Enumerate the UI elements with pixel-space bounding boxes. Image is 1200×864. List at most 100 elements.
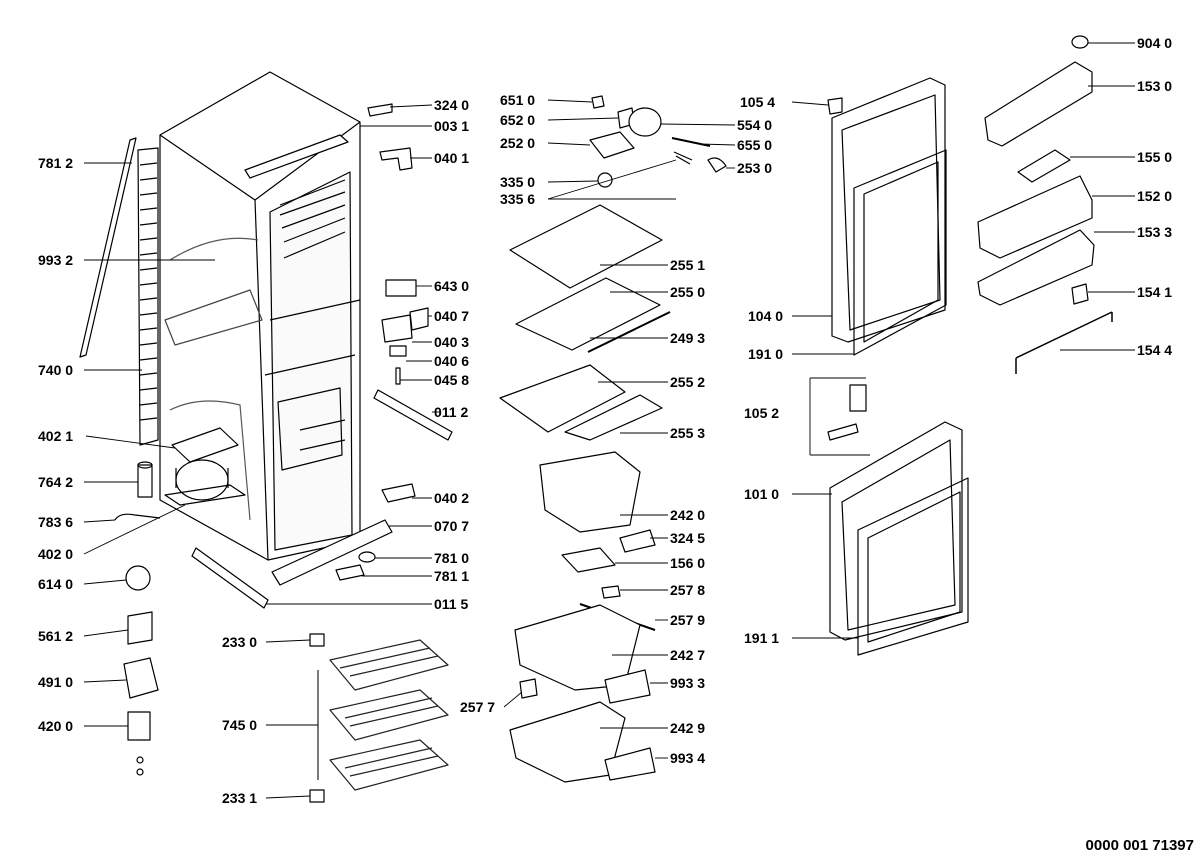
callout-2429: 242 9 — [670, 720, 706, 736]
switch-5612 — [127, 611, 153, 645]
compressor — [164, 427, 246, 506]
callout-1560: 156 0 — [670, 555, 706, 571]
callout-6550: 655 0 — [737, 137, 773, 153]
egg-tray-1560 — [561, 547, 616, 573]
callout-1533: 153 3 — [1137, 224, 1173, 240]
part-7811 — [335, 564, 365, 581]
rail-0115 — [191, 547, 269, 609]
egg-tray-1550 — [1017, 149, 1071, 183]
callout-0115: 011 5 — [434, 596, 469, 612]
door-seal-strip — [79, 137, 137, 358]
bracket-0401 — [379, 147, 413, 171]
callout-0401: 040 1 — [434, 150, 470, 166]
callout-2551: 255 1 — [670, 257, 706, 273]
callout-0403: 040 3 — [434, 334, 470, 350]
callout-1040: 104 0 — [748, 308, 784, 324]
callout-0031: 003 1 — [434, 118, 470, 134]
cover-9933 — [604, 669, 651, 704]
kickplate — [271, 519, 393, 586]
callout-9932: 993 2 — [38, 252, 74, 268]
lower-gasket — [857, 477, 969, 656]
relay-cylinder — [137, 461, 153, 498]
callout-7400: 740 0 — [38, 362, 74, 378]
callout-1520: 152 0 — [1137, 188, 1173, 204]
callout-2530: 253 0 — [737, 160, 773, 176]
leader-lines — [83, 42, 1135, 799]
part-1054 — [827, 97, 843, 115]
callout-7812: 781 2 — [38, 155, 74, 171]
callout-2331: 233 1 — [222, 790, 258, 806]
callout-1911: 191 1 — [744, 630, 780, 646]
callout-0406: 040 6 — [434, 353, 470, 369]
upper-gasket — [853, 149, 947, 356]
rail-0112 — [373, 389, 453, 441]
lamp-housing-2520 — [589, 131, 635, 159]
part-1541 — [1071, 283, 1089, 305]
callout-0112: 011 2 — [434, 404, 469, 420]
bracket-0402 — [381, 483, 416, 503]
shelf-frame-2552 — [499, 364, 626, 433]
callout-7642: 764 2 — [38, 474, 74, 490]
callout-2330: 233 0 — [222, 634, 258, 650]
callout-3240: 324 0 — [434, 97, 470, 113]
callout-3245: 324 5 — [670, 530, 706, 546]
callout-1010: 101 0 — [744, 486, 780, 502]
callout-7811: 781 1 — [434, 568, 470, 584]
callout-2579: 257 9 — [670, 612, 706, 628]
callout-3350: 335 0 — [500, 174, 536, 190]
callout-7450: 745 0 — [222, 717, 258, 733]
callout-2493: 249 3 — [670, 330, 706, 346]
callout-2520: 252 0 — [500, 135, 536, 151]
callout-4020: 402 0 — [38, 546, 74, 562]
callout-6430: 643 0 — [434, 278, 470, 294]
fan-5540 — [628, 107, 662, 137]
thermostat-6140 — [125, 565, 151, 591]
spring-3356 — [673, 151, 693, 165]
bar-1544 — [1015, 311, 1113, 374]
callout-9934: 993 4 — [670, 750, 706, 766]
callout-1052: 105 2 — [744, 405, 780, 421]
clip-2331 — [309, 789, 325, 803]
callout-6520: 652 0 — [500, 112, 536, 128]
callout-9040: 904 0 — [1137, 35, 1173, 51]
upper-door — [831, 77, 946, 343]
lamp-cover-1530 — [984, 61, 1093, 147]
clip-2330 — [309, 633, 325, 647]
glass-2553 — [564, 394, 663, 441]
pin-0458 — [395, 367, 401, 385]
door-shelf-1520 — [977, 175, 1093, 259]
callout-5612: 561 2 — [38, 628, 74, 644]
callout-2420: 242 0 — [670, 507, 706, 523]
strip-2493 — [587, 311, 671, 353]
capacitor-4200 — [127, 711, 151, 776]
callout-1550: 155 0 — [1137, 149, 1173, 165]
callout-2427: 242 7 — [670, 647, 706, 663]
callout-4200: 420 0 — [38, 718, 74, 734]
callout-3356: 335 6 — [500, 191, 536, 207]
part-6550 — [671, 137, 711, 147]
part-6510 — [591, 95, 605, 109]
shelf-frame-2551 — [509, 204, 663, 289]
callout-0707: 070 7 — [434, 518, 470, 534]
callout-0402: 040 2 — [434, 490, 470, 506]
callout-7810: 781 0 — [434, 550, 470, 566]
foot-7810 — [358, 551, 376, 563]
wire-shelves — [317, 639, 449, 791]
callout-9933: 993 3 — [670, 675, 706, 691]
callout-7836: 783 6 — [38, 514, 74, 530]
callout-2577: 257 7 — [460, 699, 496, 715]
callout-2553: 255 3 — [670, 425, 706, 441]
callout-5540: 554 0 — [737, 117, 773, 133]
document-number: 0000 001 71397 — [1085, 837, 1194, 854]
callout-6140: 614 0 — [38, 576, 74, 592]
callout-2578: 257 8 — [670, 582, 706, 598]
callout-1530: 153 0 — [1137, 78, 1173, 94]
callout-4021: 402 1 — [38, 428, 74, 444]
callout-1544: 154 4 — [1137, 342, 1173, 358]
callout-2552: 255 2 — [670, 374, 706, 390]
glass-2550 — [515, 277, 661, 351]
hinge-middle — [381, 314, 413, 343]
knob-3350 — [597, 172, 613, 188]
callout-6510: 651 0 — [500, 92, 536, 108]
